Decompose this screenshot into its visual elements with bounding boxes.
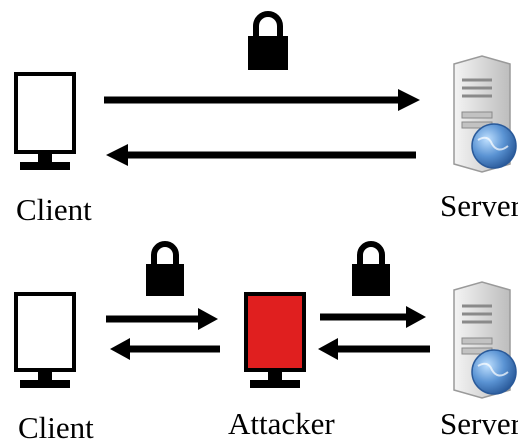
arrow-right (104, 89, 420, 111)
server-label-bottom: Server (440, 406, 518, 441)
arrow-left (106, 144, 416, 166)
arrow-left (110, 338, 220, 360)
arrow-right (320, 306, 426, 328)
lock-icon (146, 241, 184, 296)
server-label-top: Server (440, 188, 518, 223)
monitor-icon (14, 292, 76, 388)
globe-icon (471, 349, 517, 395)
globe-icon (471, 123, 517, 169)
lock-icon (248, 11, 288, 70)
attacker-label: Attacker (228, 406, 335, 441)
client-label-top: Client (16, 192, 92, 227)
client-label-bottom: Client (18, 410, 94, 445)
monitor-icon (244, 292, 306, 388)
monitor-icon (14, 72, 76, 170)
arrow-right (106, 308, 218, 330)
arrow-left (318, 338, 430, 360)
lock-icon (352, 241, 390, 296)
